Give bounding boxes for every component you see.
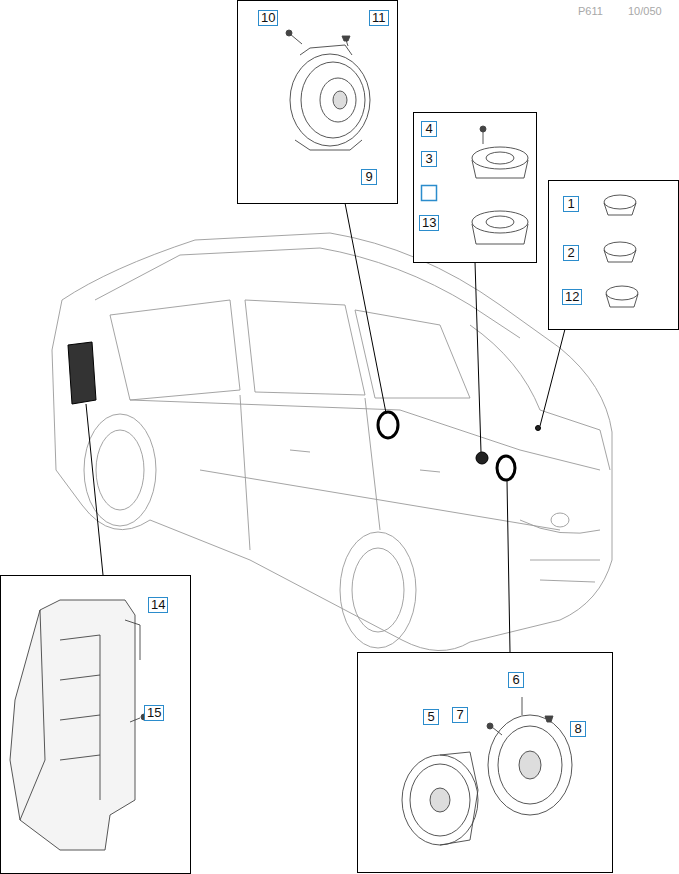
sheet-code: P611 [578, 4, 603, 18]
callout-number: 10 [258, 10, 278, 26]
callout-number: 15 [144, 705, 164, 721]
callout-number: 5 [423, 709, 439, 725]
callout-number: 3 [421, 151, 437, 167]
sheet-code: 10/050 [628, 4, 662, 18]
callout-number: 4 [421, 121, 437, 137]
amplifier [10, 600, 147, 850]
speakers-front [402, 697, 572, 845]
callout-number: 11 [369, 10, 389, 26]
speaker-front-door [286, 30, 370, 150]
callout-number: 9 [361, 169, 377, 185]
callout-number: 12 [562, 289, 582, 305]
callout-number: 2 [563, 245, 579, 261]
callout-number: 7 [452, 707, 468, 723]
speaker-locations [68, 342, 541, 480]
callout-number: 6 [508, 672, 524, 688]
callout-number: 8 [570, 721, 586, 737]
callout-number: 13 [419, 215, 439, 231]
callout-number: 1 [563, 196, 579, 212]
callout-number: 14 [148, 597, 168, 613]
tweeters [604, 195, 638, 307]
